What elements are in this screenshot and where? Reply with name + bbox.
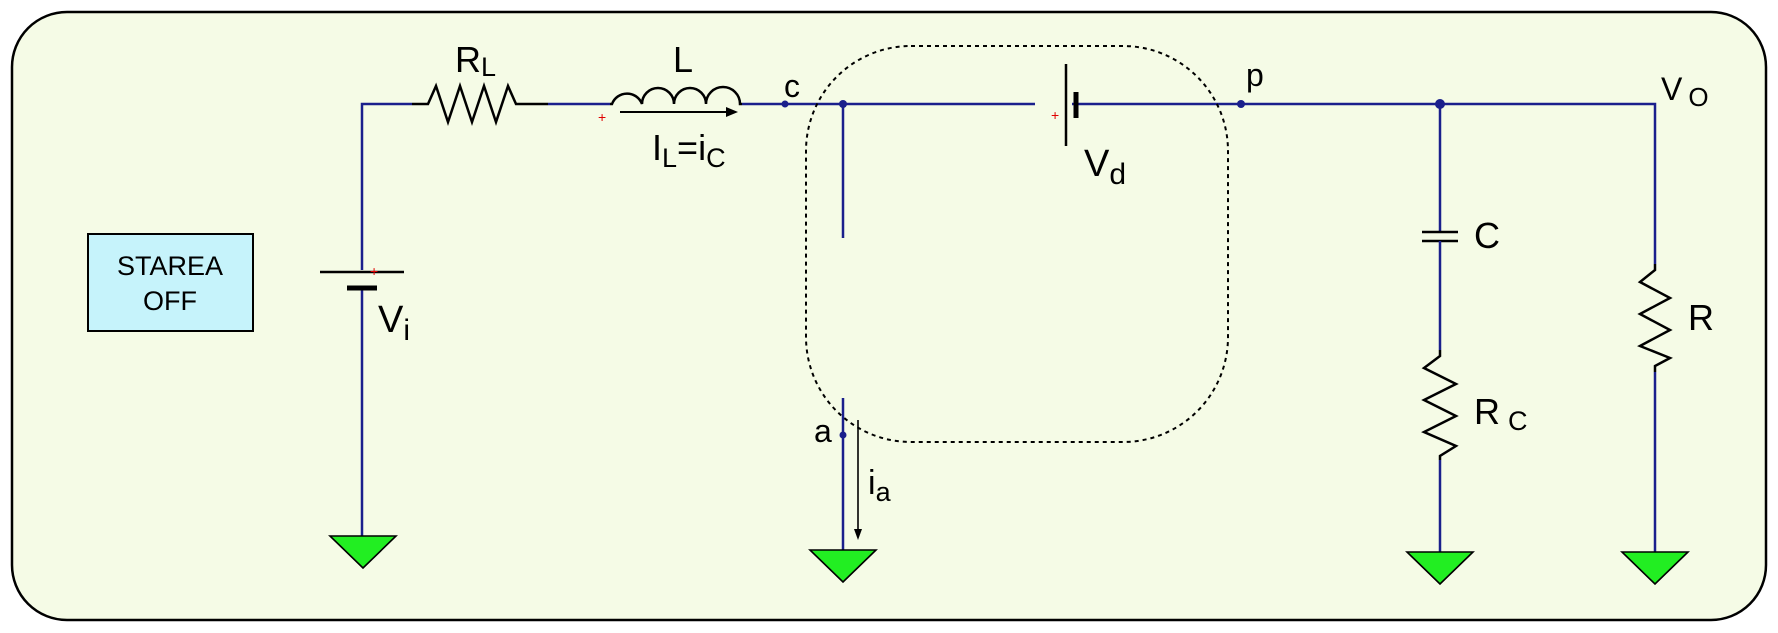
off-label: OFF bbox=[143, 286, 197, 316]
label-capacitor: C bbox=[1474, 215, 1500, 256]
node-a-dot bbox=[839, 431, 847, 439]
label-vd: Vd bbox=[1084, 143, 1126, 191]
ground-symbol-switch bbox=[808, 549, 878, 584]
label-node-c: c bbox=[784, 68, 800, 104]
resistor-rc bbox=[1421, 350, 1459, 460]
label-il-ic: IL=iC bbox=[652, 127, 726, 173]
vd-plus-mark: + bbox=[1051, 107, 1059, 123]
ia-current-arrow bbox=[854, 420, 862, 540]
ground-symbol-source bbox=[328, 535, 398, 570]
source-branch: + bbox=[320, 102, 412, 570]
label-node-p: p bbox=[1246, 57, 1264, 93]
starea-label: STAREA bbox=[117, 251, 223, 281]
ground-symbol-capacitor bbox=[1405, 551, 1475, 586]
resistor-rl bbox=[412, 82, 548, 126]
label-ia: ia bbox=[868, 464, 892, 507]
inductor-l bbox=[610, 85, 742, 106]
switch-dashed-boundary bbox=[805, 45, 1229, 443]
circuit-panel bbox=[10, 10, 1768, 622]
resistor-r bbox=[1637, 264, 1673, 372]
node-p-dot bbox=[1237, 100, 1245, 108]
vi-plus-mark: + bbox=[370, 263, 378, 279]
ground-symbol-load bbox=[1620, 551, 1690, 586]
label-r: R bbox=[1688, 297, 1714, 338]
inductor-current-arrow bbox=[620, 107, 738, 117]
label-vi: Vi bbox=[378, 299, 410, 347]
label-node-a: a bbox=[814, 413, 832, 449]
node-c-dot bbox=[781, 100, 789, 108]
inductor-plus-mark: + bbox=[598, 109, 606, 125]
starea-toggle-button[interactable]: STAREA OFF bbox=[87, 233, 254, 332]
label-rl: RL bbox=[455, 39, 496, 82]
node-switch-top-dot bbox=[839, 100, 847, 108]
label-l: L bbox=[673, 39, 693, 80]
